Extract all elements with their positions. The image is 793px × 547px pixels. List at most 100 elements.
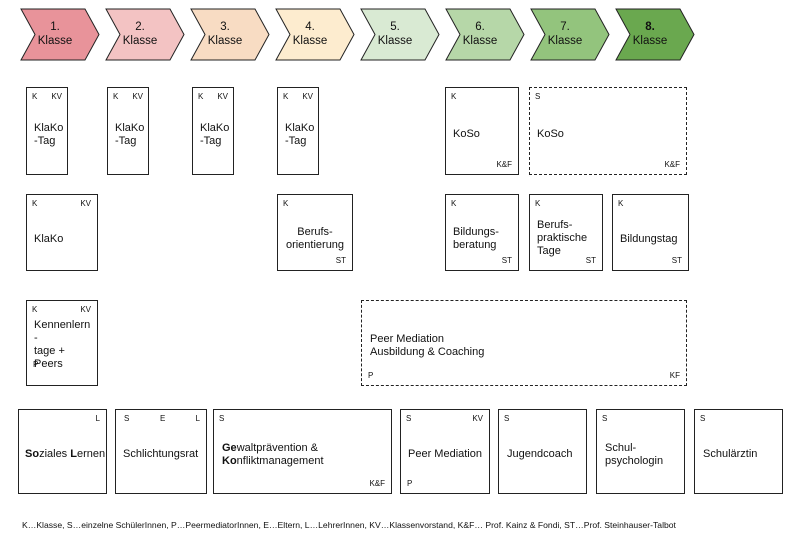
audience-tag: KV (302, 92, 313, 101)
audience-tag: KV (80, 199, 91, 208)
klako-tag-box-grade-1: K KV KlaKo -Tag (26, 87, 68, 175)
audience-tag: S (406, 414, 412, 423)
grade-number: 6. (475, 21, 485, 33)
box-title: Peer Mediation (408, 448, 482, 460)
grade-number: 7. (560, 21, 570, 33)
audience-tag: S (124, 414, 130, 423)
grade-word: Klasse (207, 35, 243, 47)
grade-number: 2. (135, 21, 145, 33)
box-title: Berufs- praktische Tage (537, 219, 588, 257)
chevron-shape (20, 8, 100, 61)
box-title: Gewaltprävention &Konfliktmanagement (222, 442, 324, 467)
audience-tag: P (407, 479, 413, 488)
audience-tag: KV (217, 92, 228, 101)
koso-box-grade-7-8: S KoSo K&F (529, 87, 687, 175)
audience-tag: S (504, 414, 510, 423)
box-title: KoSo (537, 128, 564, 140)
grade-word: Klasse (462, 35, 498, 47)
box-title: Schulärztin (703, 448, 758, 460)
responsible-tag: K&F (369, 479, 385, 488)
grade-label: 5. Klasse (364, 20, 426, 48)
audience-tag: K (451, 92, 457, 101)
grade-label: 8. Klasse (619, 20, 681, 48)
chevron-shape (190, 8, 270, 61)
grade-number: 8. (645, 21, 655, 33)
audience-tag: KV (472, 414, 483, 423)
schulpsychologin-box: S Schul- psychologin (596, 409, 685, 494)
audience-tag: KV (51, 92, 62, 101)
grade-chevron-8: 8. Klasse (615, 8, 695, 61)
grade-chevron-4: 4. Klasse (275, 8, 355, 61)
audience-tag: K (535, 199, 541, 208)
audience-tag: K (32, 92, 38, 101)
audience-tag: S (700, 414, 706, 423)
box-title: KlaKo -Tag (200, 122, 230, 147)
bildungstag-box: K Bildungstag ST (612, 194, 689, 271)
responsible-tag: KF (669, 371, 680, 380)
grade-word: Klasse (547, 35, 583, 47)
chevron-shape (275, 8, 355, 61)
grade-label: 4. Klasse (279, 20, 341, 48)
grade-chevron-2: 2. Klasse (105, 8, 185, 61)
responsible-tag: K&F (664, 160, 680, 169)
grade-number: 3. (220, 21, 230, 33)
klako-tag-box-grade-4: K KV KlaKo -Tag (277, 87, 319, 175)
chevron-shape (360, 8, 440, 61)
audience-tag: K (113, 92, 119, 101)
audience-tag: P (33, 360, 39, 369)
box-title: Berufs- orientierung (285, 226, 345, 251)
grade-label: 1.Klasse (24, 20, 86, 48)
chevron-shape (615, 8, 695, 61)
grade-word: Klasse (632, 35, 668, 47)
grade-word: Klasse (292, 35, 328, 47)
kennenlerntage-box: K KV Kennenlern - tage + Peers P (26, 300, 98, 386)
audience-tag: KV (132, 92, 143, 101)
gewaltpraevention-box: S Gewaltprävention &Konfliktmanagement K… (213, 409, 392, 494)
klako-tag-box-grade-3: K KV KlaKo -Tag (192, 87, 234, 175)
audience-tag: S (602, 414, 608, 423)
grade-label: 3. Klasse (194, 20, 256, 48)
audience-tag: K (32, 199, 38, 208)
bildungsberatung-box: K Bildungs- beratung ST (445, 194, 519, 271)
responsible-tag: ST (585, 256, 596, 265)
chevron-shape (105, 8, 185, 61)
responsible-tag: ST (501, 256, 512, 265)
grade-word: Klasse (37, 35, 73, 47)
box-title: Bildungstag (620, 233, 678, 245)
box-title: Peer Mediation Ausbildung & Coaching (370, 333, 485, 358)
soziales-lernen-box: L Soziales Lernen (18, 409, 107, 494)
responsible-tag: ST (335, 256, 346, 265)
audience-tag: K (32, 305, 38, 314)
grade-word: Klasse (122, 35, 158, 47)
klako-tag-box-grade-2: K KV KlaKo -Tag (107, 87, 149, 175)
grade-chevron-7: 7. Klasse (530, 8, 610, 61)
peer-mediation-box: S KV Peer Mediation P (400, 409, 490, 494)
grade-number: 5. (390, 21, 400, 33)
audience-tag: K (198, 92, 204, 101)
audience-tag: E (160, 414, 166, 423)
audience-tag: S (219, 414, 225, 423)
box-title: KlaKo -Tag (285, 122, 315, 147)
legend: K…Klasse, S…einzelne SchülerInnen, P…Pee… (22, 520, 676, 530)
audience-tag: L (95, 414, 100, 423)
audience-tag: K (618, 199, 624, 208)
grade-number: 4. (305, 21, 315, 33)
grade-label: 7. Klasse (534, 20, 596, 48)
box-title: KlaKo -Tag (34, 122, 64, 147)
grade-chevron-5: 5. Klasse (360, 8, 440, 61)
box-title: KlaKo -Tag (115, 122, 145, 147)
grade-chevron-6: 6. Klasse (445, 8, 525, 61)
grade-chevron-1: 1.Klasse (20, 8, 100, 61)
berufspraktische-tage-box: K Berufs- praktische Tage ST (529, 194, 603, 271)
klako-box: K KV KlaKo (26, 194, 98, 271)
responsible-tag: K&F (496, 160, 512, 169)
grade-label: 2. Klasse (109, 20, 171, 48)
audience-tag: KV (80, 305, 91, 314)
audience-tag: K (283, 199, 289, 208)
audience-tag: L (195, 414, 200, 423)
box-title: Soziales Lernen (25, 448, 106, 460)
audience-tag: K (451, 199, 457, 208)
box-title: Schlichtungsrat (123, 448, 199, 460)
grade-word: Klasse (377, 35, 413, 47)
audience-tag: P (368, 371, 374, 380)
